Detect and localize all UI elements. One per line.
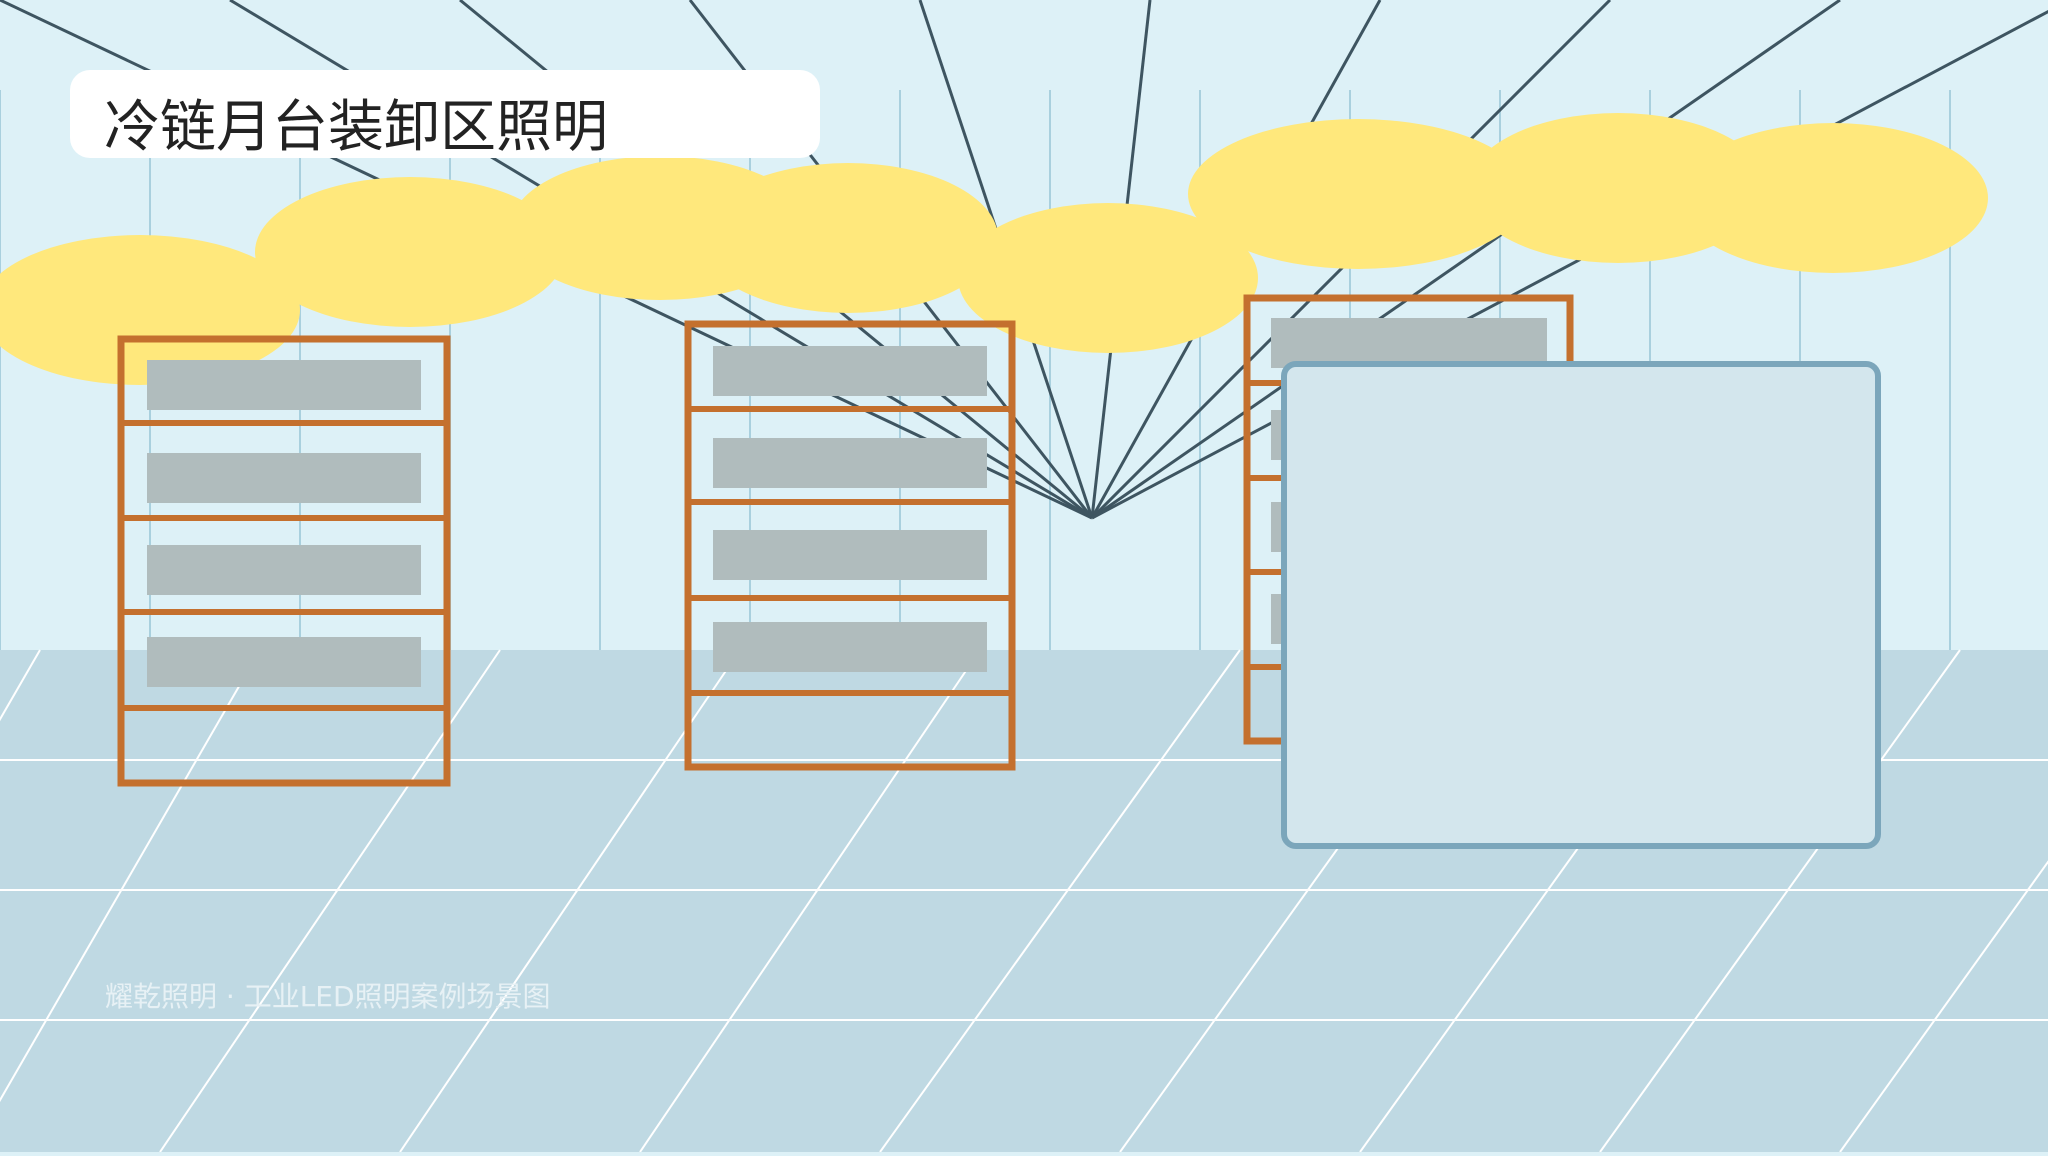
page-title: 冷链月台装卸区照明 [104, 95, 608, 160]
light-glow [698, 163, 998, 313]
floor-grid [0, 649, 2048, 1153]
caption: 耀乾照明 · 工业LED照明案例场景图 [105, 980, 551, 1013]
light-glow [255, 177, 565, 327]
light-glow [0, 235, 300, 385]
light-glows [0, 113, 1988, 385]
storage-rack [684, 320, 1016, 771]
light-glow [958, 203, 1258, 353]
light-glow [1188, 119, 1528, 269]
light-glow [1678, 123, 1988, 273]
blank-info-panel [1281, 361, 1881, 849]
title-card: 冷链月台装卸区照明 [70, 70, 820, 158]
storage-rack [117, 335, 451, 787]
